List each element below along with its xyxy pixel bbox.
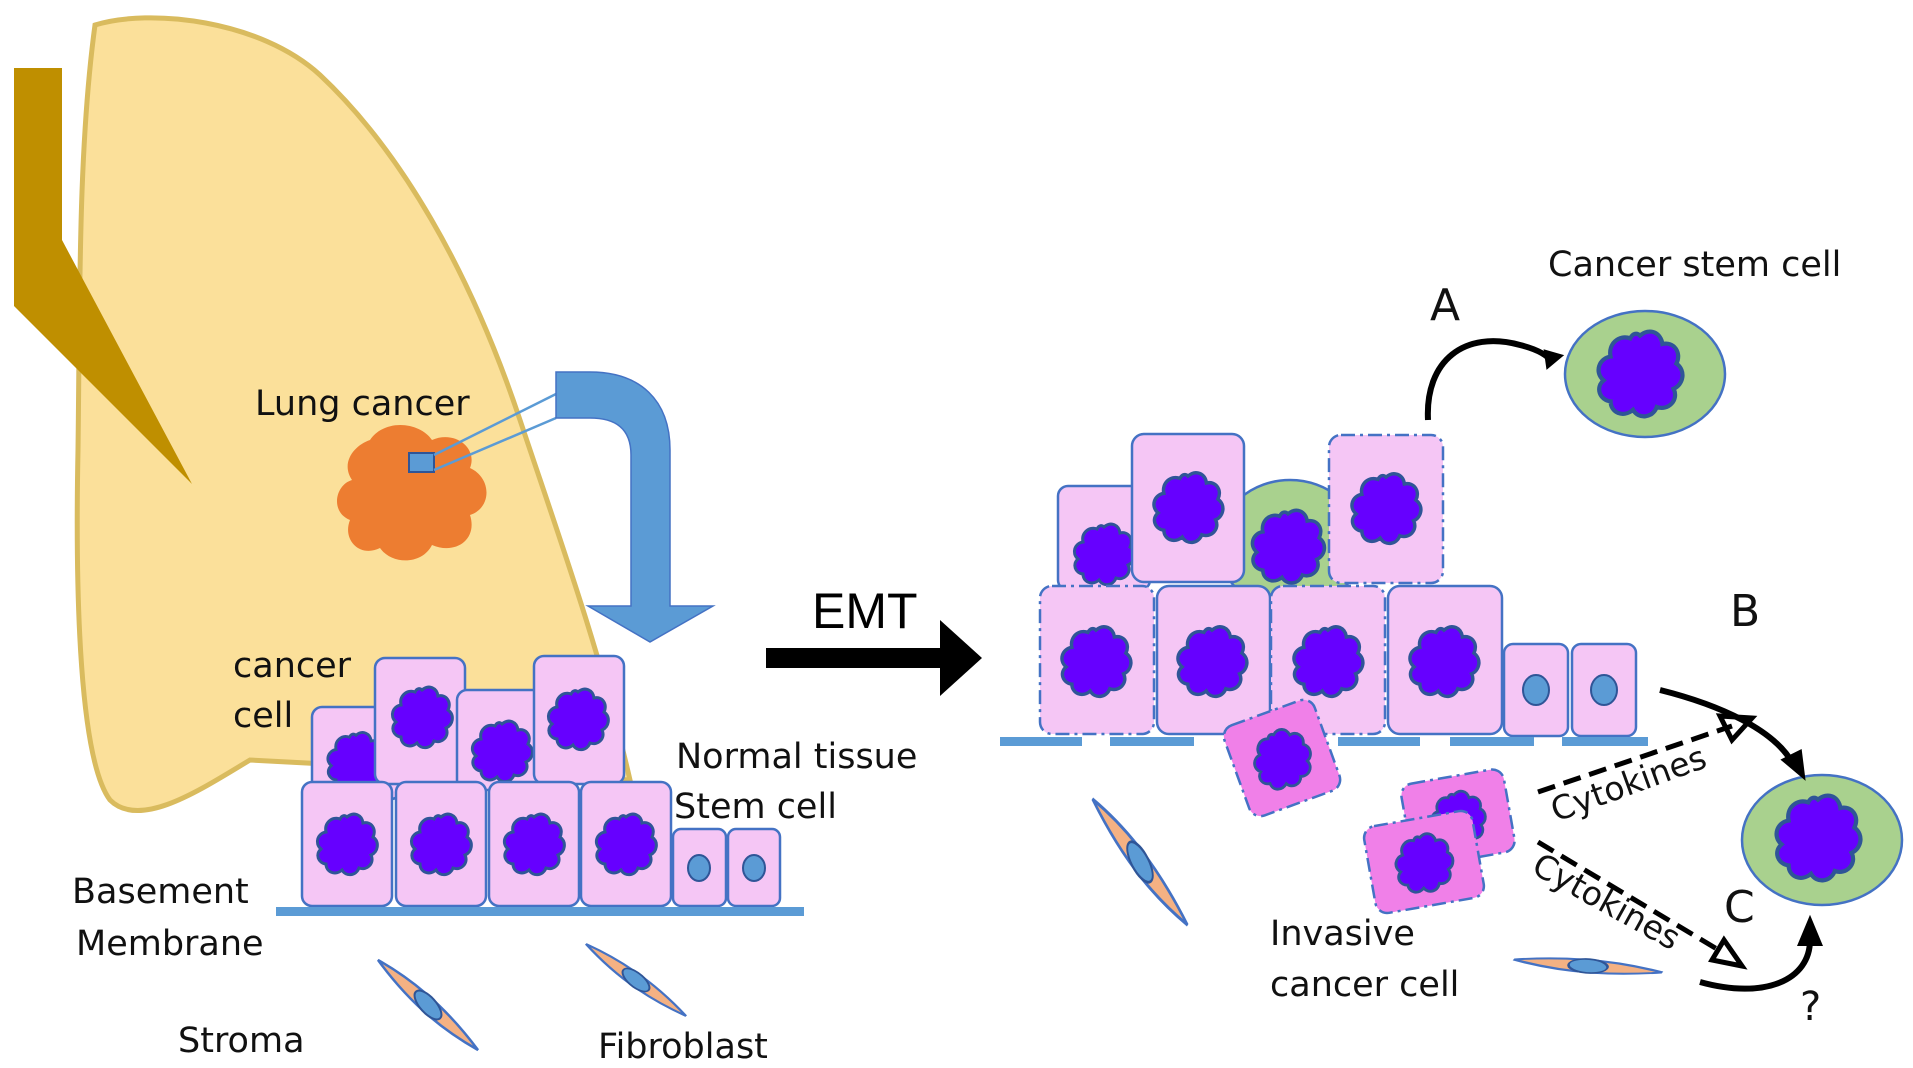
lung-panel: Lung cancer cancer cell Normal tissue St… — [14, 15, 917, 1067]
arrow-c — [1699, 914, 1823, 992]
label-normal-tissue: Normal tissue — [676, 737, 917, 777]
cytokines-arrow-upper — [1537, 713, 1758, 795]
invasive-cell — [1362, 809, 1486, 915]
bronchus-shape — [14, 68, 192, 484]
label-cytokines-lower: Cytokines — [1526, 845, 1687, 958]
cancer-cell — [579, 780, 673, 908]
lung-shape — [74, 15, 634, 813]
cancer-cell — [394, 780, 488, 908]
label-question: ? — [1800, 984, 1821, 1030]
label-cancer-cell-1: cancer — [233, 646, 352, 686]
normal-cell — [1570, 642, 1638, 738]
label-stroma: Stroma — [178, 1021, 305, 1061]
label-cytokines-upper: Cytokines — [1545, 737, 1711, 829]
cancer-cell — [373, 656, 467, 786]
label-cancer-stem-cell: Cancer stem cell — [1548, 245, 1841, 285]
fibroblast-cell — [1090, 797, 1190, 927]
cancer-cell — [532, 654, 626, 786]
invading-cell — [1222, 698, 1342, 818]
label-fibroblast: Fibroblast — [598, 1027, 768, 1067]
normal-cell — [726, 827, 782, 908]
label-cancer-cell-2: cell — [233, 696, 293, 736]
cancer-cell — [1327, 433, 1445, 585]
cancer-cell — [1130, 432, 1246, 584]
arrow-b — [1659, 687, 1806, 781]
cancer-cell — [1386, 584, 1504, 736]
label-stem-cell: Stem cell — [674, 787, 837, 827]
basement-membrane — [276, 907, 804, 916]
fibroblast-cell — [584, 942, 688, 1018]
cancer-cell — [300, 780, 394, 908]
cancer-stem-cell — [1740, 773, 1904, 907]
emt-arrow: EMT — [766, 583, 982, 696]
cancer-stem-cell — [1563, 309, 1727, 439]
tumor-sample-box — [408, 452, 435, 473]
arrow-a — [1424, 338, 1565, 421]
label-path-a: A — [1430, 280, 1460, 331]
normal-cell — [671, 827, 728, 908]
label-invasive: Invasive — [1270, 914, 1415, 954]
emt-panel: Cancer stem cell A B C ? Cytokines Cytok… — [1000, 245, 1904, 1030]
cytokines-arrow-lower — [1536, 839, 1748, 970]
fibroblast-cell — [376, 958, 480, 1052]
cancer-cell — [487, 780, 581, 908]
zoom-arrow — [555, 371, 716, 643]
tumor-blob — [337, 424, 487, 561]
cancer-cell — [1155, 584, 1272, 736]
label-basement: Basement — [72, 872, 249, 912]
label-lung-cancer: Lung cancer — [255, 384, 470, 424]
label-membrane: Membrane — [76, 924, 264, 964]
label-emt: EMT — [812, 583, 918, 639]
normal-cell — [1502, 642, 1570, 738]
broken-basement-membrane — [1000, 737, 1648, 746]
label-path-c: C — [1724, 882, 1755, 933]
label-invasive-cancer-cell: cancer cell — [1270, 965, 1459, 1005]
label-path-b: B — [1730, 586, 1760, 637]
cancer-cell — [1038, 584, 1156, 736]
cancer-cell — [1269, 584, 1387, 736]
